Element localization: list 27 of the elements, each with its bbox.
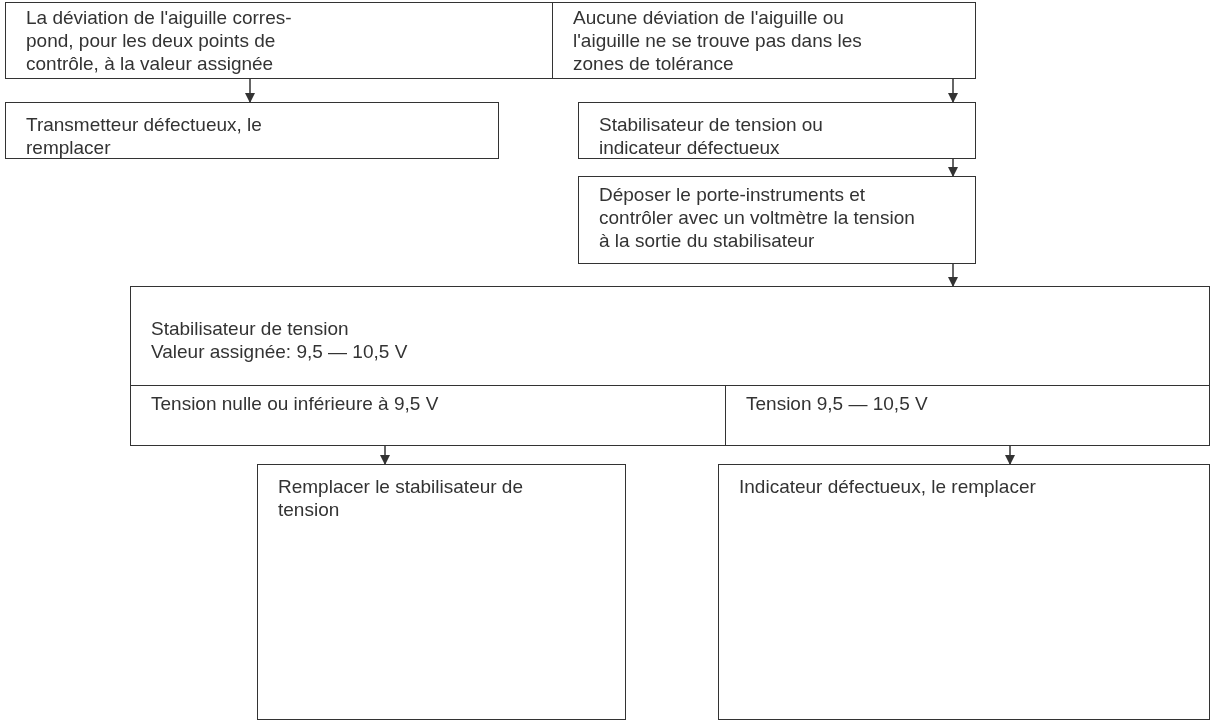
box-text: Aucune déviation de l'aiguille ou l'aiguille ne se trouve pas dans les zones de tolérance [573,6,863,75]
box-text: Valeur assignée: 9,5 — 10,5 V [151,340,409,363]
process-box [5,102,499,159]
arrow [948,263,958,287]
process-box [257,464,626,720]
arrow [245,78,255,103]
box-text: Transmetteur défectueux, le remplacer [26,113,263,159]
arrow [948,78,958,103]
box-text: Tension nulle ou inférieure à 9,5 V [151,392,440,415]
process-box [718,464,1210,720]
box-text: Déposer le porte-instruments et contrôler avec un voltmètre la tension à la sortie du stabilisateur [599,183,916,252]
box-text: Indicateur défectueux, le remplacer [739,475,1037,498]
process-box [5,2,553,79]
box-text: Tension 9,5 — 10,5 V [746,392,929,415]
arrow [380,445,390,465]
process-box [130,286,1210,386]
box-text: Stabilisateur de tension [151,317,350,340]
box-text: La déviation de l'aiguille corres- pond, pour les deux points de contrôle, à la valeur assignée [26,6,293,75]
box-text: Stabilisateur de tension ou indicateur défectueux [599,113,824,159]
process-box [130,385,726,446]
box-text: Remplacer le stabilisateur de tension [278,475,524,521]
arrow [948,158,958,177]
process-box [578,102,976,159]
process-box [552,2,976,79]
process-box [725,385,1210,446]
process-box [578,176,976,264]
arrow [1005,445,1015,465]
